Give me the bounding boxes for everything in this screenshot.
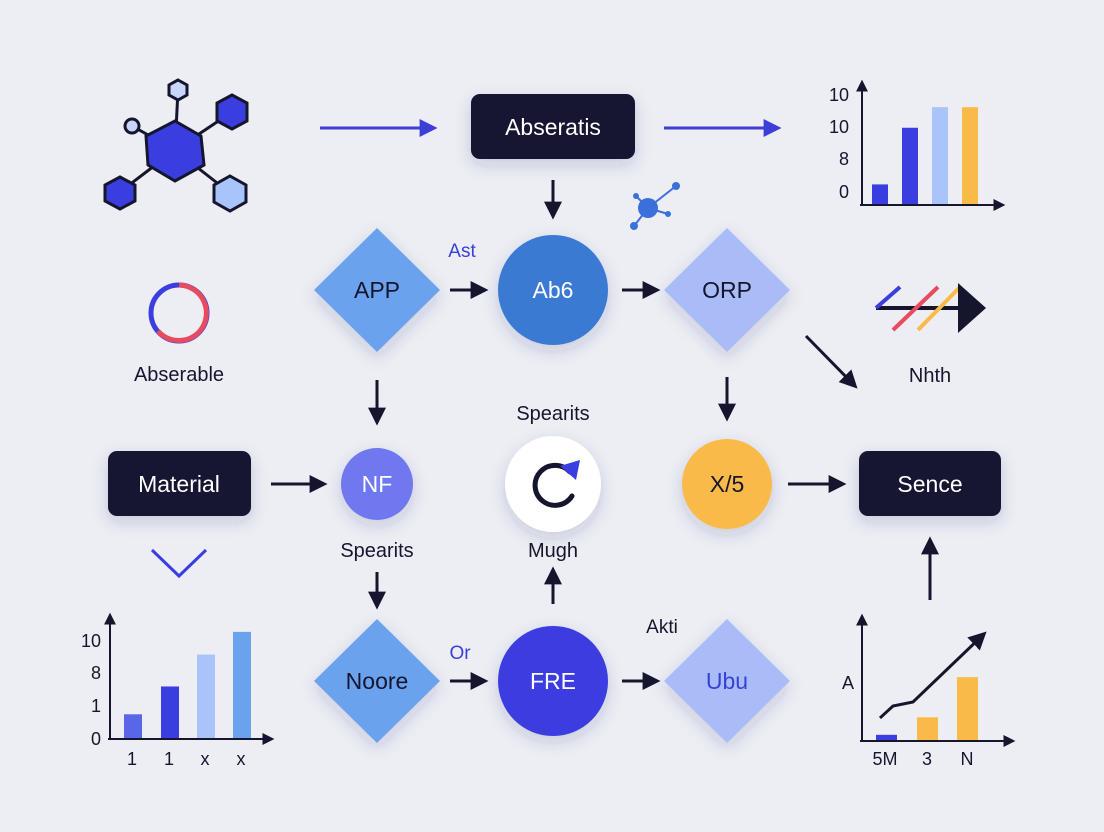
fast-forward-icon	[874, 283, 986, 333]
app-label: APP	[354, 277, 400, 303]
x-tick-label: 3	[922, 749, 932, 769]
chart-bar	[161, 686, 179, 739]
x-tick-label: x	[201, 749, 210, 769]
ast-label: Ast	[448, 241, 476, 262]
y-tick-label: 10	[81, 631, 101, 651]
abseratis-label: Abseratis	[505, 114, 601, 140]
chart-bar	[957, 677, 978, 741]
chart-bar	[876, 734, 897, 741]
trend-line	[878, 631, 987, 720]
sence-node	[859, 451, 1001, 516]
chevron-down-icon	[150, 548, 208, 579]
chart-bar	[197, 654, 215, 739]
x-tick-label: 1	[164, 749, 174, 769]
molecule-icon	[103, 78, 249, 213]
ring-icon	[148, 282, 210, 344]
chart-bar	[124, 714, 142, 739]
chart-bar	[962, 107, 978, 205]
arrow-orp-to-nhth	[804, 334, 858, 389]
material-node	[108, 451, 251, 516]
noore-node	[314, 619, 440, 743]
fre-label: FRE	[530, 668, 576, 694]
chart-top-right: 10 10 8 0	[829, 79, 1006, 211]
x5-node	[682, 439, 772, 529]
nhth-label: Nhth	[909, 365, 951, 387]
x-tick-label: 1	[127, 749, 137, 769]
y-axis-label: A	[842, 673, 854, 693]
y-tick-label: 0	[91, 729, 101, 749]
sence-label: Sence	[897, 471, 962, 497]
x-tick-label: 5M	[872, 749, 897, 769]
y-tick-label: 8	[91, 663, 101, 683]
ab6-label: Ab6	[533, 277, 574, 303]
spearits-left-label: Spearits	[340, 540, 413, 562]
y-tick-label: 10	[829, 85, 849, 105]
chart-bar	[902, 127, 918, 205]
chart-bar	[233, 631, 251, 739]
nf-node	[341, 448, 413, 520]
app-node	[314, 228, 440, 352]
fre-node	[498, 626, 608, 736]
orp-label: ORP	[702, 277, 752, 303]
chart-bar	[872, 184, 888, 205]
x5-label: X/5	[710, 471, 745, 497]
x-tick-label: N	[961, 749, 974, 769]
y-tick-label: 8	[839, 149, 849, 169]
chart-bottom-right: A 5M 3 N	[842, 613, 1016, 769]
akti-label: Akti	[646, 617, 678, 638]
spearits-top-label: Spearits	[516, 403, 589, 425]
refresh-icon	[532, 460, 580, 508]
orp-node	[664, 228, 790, 352]
chart-bar	[917, 717, 938, 741]
chart-bottom-left: 10 8 1 0 1 1 x x	[81, 612, 275, 769]
molecule-icon	[630, 182, 680, 230]
material-label: Material	[138, 471, 220, 497]
y-tick-label: 10	[829, 117, 849, 137]
nf-label: NF	[362, 471, 393, 497]
refresh-node	[505, 436, 601, 532]
y-tick-label: 0	[839, 182, 849, 202]
mugh-label: Mugh	[528, 540, 578, 562]
y-tick-label: 1	[91, 696, 101, 716]
chart-bar	[932, 107, 948, 205]
noore-label: Noore	[346, 668, 409, 694]
x-tick-label: x	[237, 749, 246, 769]
ab6-node	[498, 235, 608, 345]
abseratis-node	[471, 94, 635, 159]
abserable-label: Abserable	[134, 364, 224, 386]
ubu-node	[664, 619, 790, 743]
or-label: Or	[449, 643, 471, 664]
ubu-label: Ubu	[706, 668, 748, 694]
